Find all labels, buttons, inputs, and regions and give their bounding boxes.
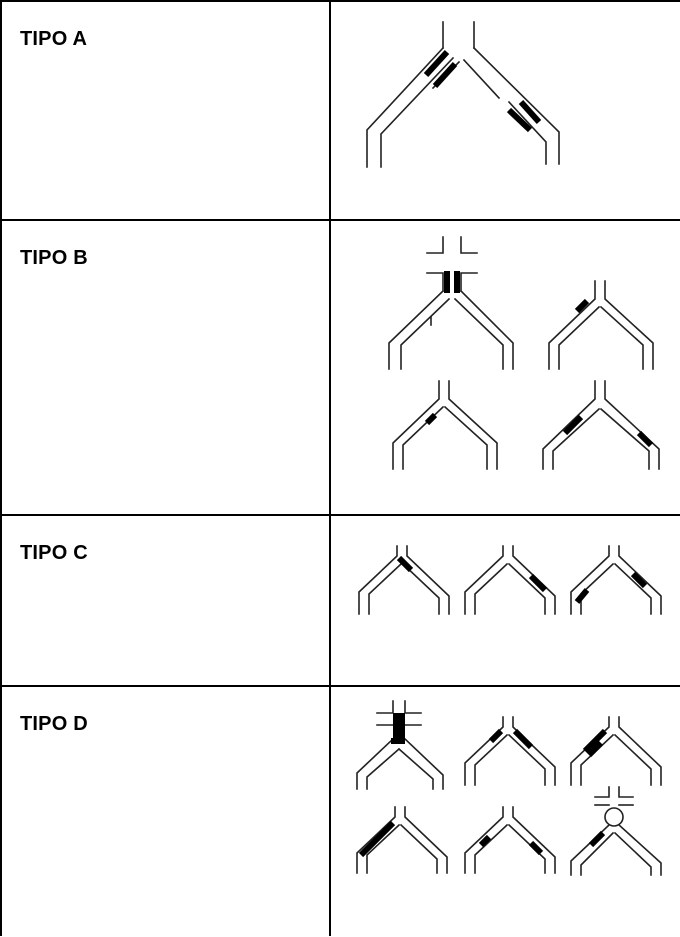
row-label: TIPO C bbox=[20, 542, 88, 564]
bifurcation-lesion-icon bbox=[356, 700, 662, 876]
diagram-cell bbox=[329, 685, 680, 936]
table-row: TIPO C bbox=[0, 514, 680, 687]
row-label: TIPO B bbox=[20, 247, 88, 269]
label-cell: TIPO B bbox=[0, 219, 331, 516]
bifurcation-lesion-icon bbox=[388, 236, 660, 470]
diagram-cell bbox=[329, 514, 680, 687]
table-row: TIPO A bbox=[0, 0, 680, 221]
label-cell: TIPO A bbox=[0, 0, 331, 221]
bifurcation-lesion-icon bbox=[366, 21, 560, 168]
table-row: TIPO D bbox=[0, 685, 680, 936]
row-label: TIPO A bbox=[20, 28, 88, 50]
table-row: TIPO B bbox=[0, 219, 680, 516]
label-cell: TIPO C bbox=[0, 514, 331, 687]
row-label: TIPO D bbox=[20, 713, 88, 735]
label-cell: TIPO D bbox=[0, 685, 331, 936]
diagram-cell bbox=[329, 0, 680, 221]
bifurcation-lesion-icon bbox=[358, 545, 662, 615]
diagram-cell bbox=[329, 219, 680, 516]
